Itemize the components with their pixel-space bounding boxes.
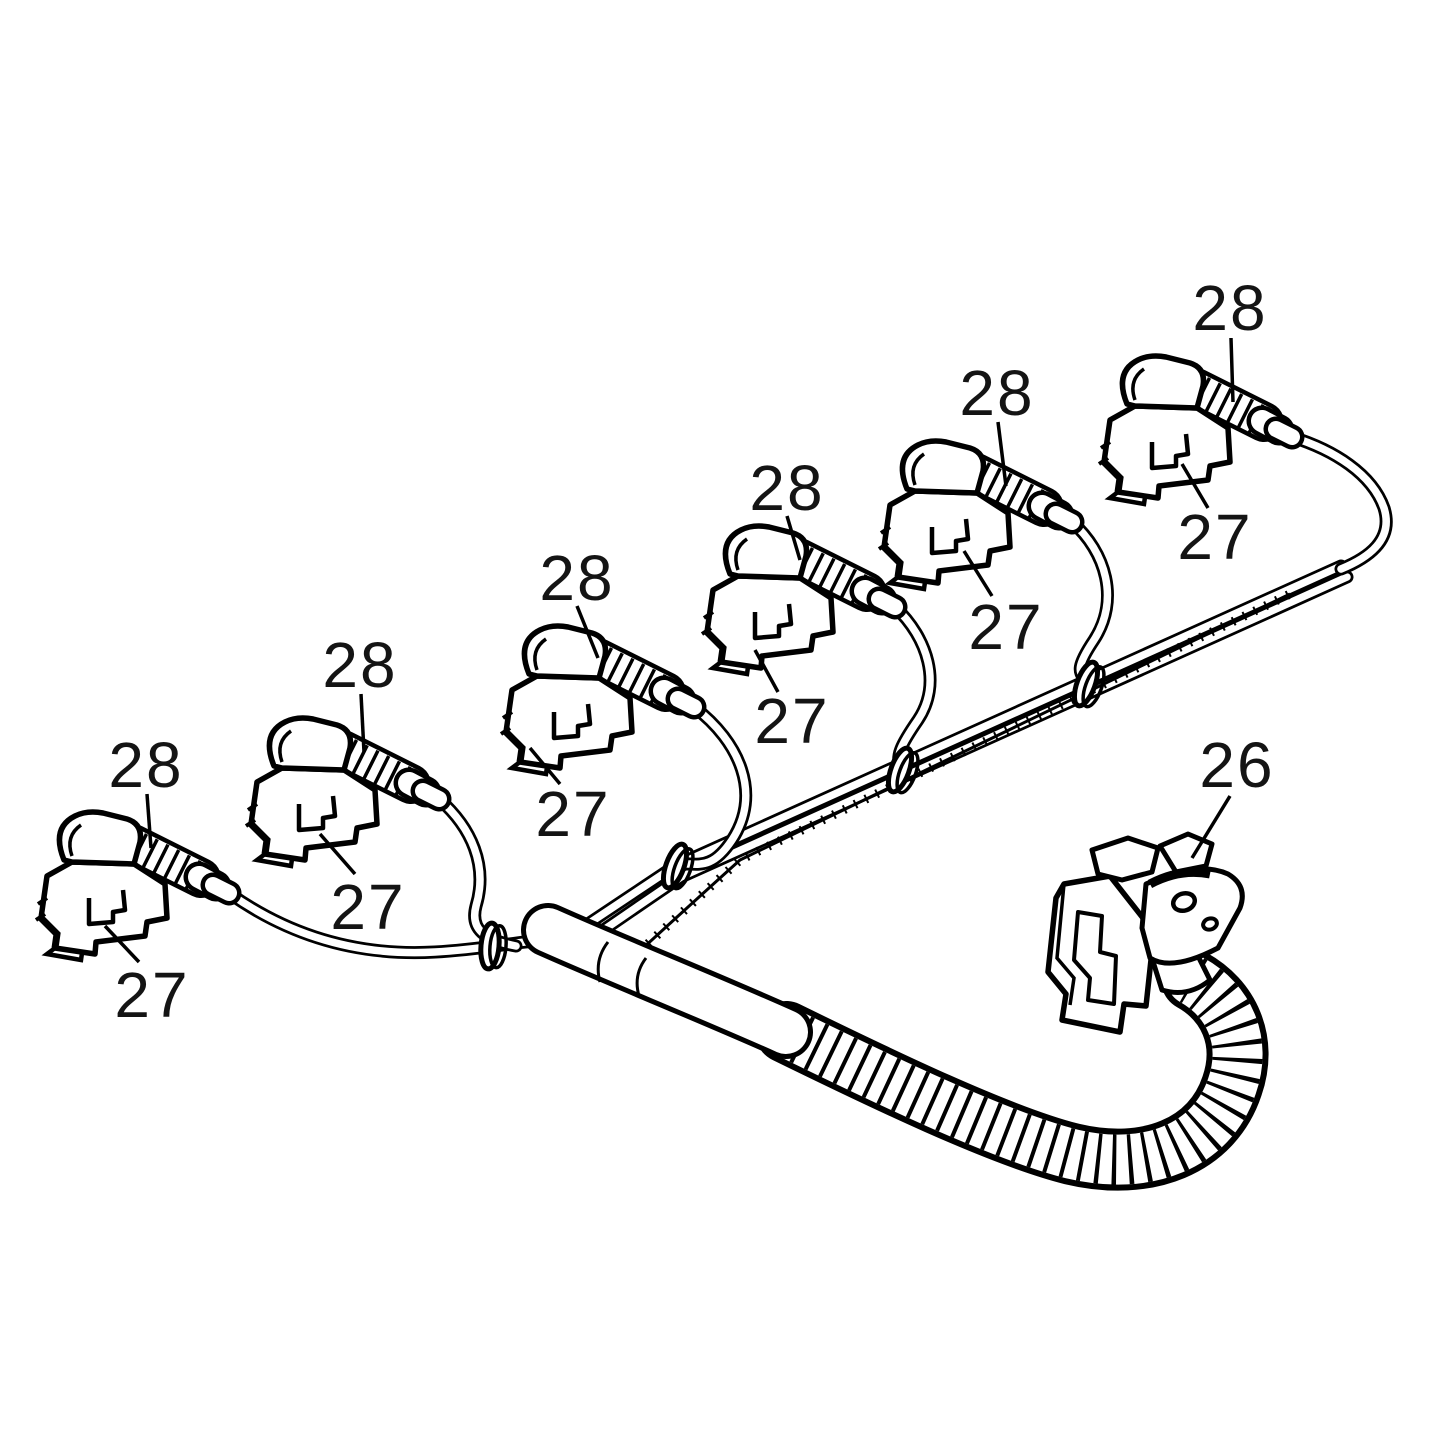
bracket-hole-small xyxy=(1201,916,1219,932)
convolute-tube xyxy=(755,949,1269,1191)
leader-line-28-5 xyxy=(996,421,1008,487)
part-label-28-4: 28 xyxy=(749,452,824,524)
part-label-28-2: 28 xyxy=(322,629,397,701)
part-label-27-2: 27 xyxy=(330,871,405,943)
leader-line-28-6 xyxy=(1229,337,1235,403)
part-label-28-1: 28 xyxy=(108,729,183,801)
leader-line-26 xyxy=(1190,795,1232,859)
leader-lines xyxy=(103,337,1235,964)
clamp-ring-4 xyxy=(1071,659,1106,709)
injector-connector-2 xyxy=(246,718,439,866)
part-label-27-4: 27 xyxy=(754,685,829,757)
leader-line-27-1 xyxy=(103,924,141,964)
leader-line-28-3 xyxy=(575,605,600,659)
leader-line-27-5 xyxy=(962,550,994,597)
main-harness-connector xyxy=(1045,831,1245,1035)
part-label-27-1: 27 xyxy=(114,959,189,1031)
clamp-rings xyxy=(478,659,1106,972)
clamp-ring-3 xyxy=(885,745,920,795)
part-label-27-5: 27 xyxy=(968,591,1043,663)
lead-wire-6 xyxy=(1285,430,1393,576)
junction-sleeve xyxy=(521,903,813,1059)
leader-line-27-6 xyxy=(1180,463,1210,509)
part-label-28-6: 28 xyxy=(1192,272,1267,344)
clamp-ring-1 xyxy=(478,920,508,972)
injector-connector-1 xyxy=(36,812,229,960)
callout-labels: 28 27 28 27 28 27 28 27 28 27 28 27 26 xyxy=(108,272,1274,1031)
injector-connector-3 xyxy=(501,626,694,774)
part-label-27-3: 27 xyxy=(535,778,610,850)
part-label-27-6: 27 xyxy=(1177,501,1252,573)
part-label-26: 26 xyxy=(1199,729,1274,801)
lead-wire-5 xyxy=(1065,515,1114,689)
connector-top-tab xyxy=(1089,835,1161,883)
lead-wire-3 xyxy=(669,700,753,871)
injector-connector-4 xyxy=(702,526,895,674)
clamp-ring-2 xyxy=(660,841,695,891)
leader-line-28-1 xyxy=(145,793,153,849)
bracket-hole xyxy=(1170,890,1198,914)
part-label-28-5: 28 xyxy=(959,357,1034,429)
lead-wire-2 xyxy=(432,792,523,953)
part-label-28-3: 28 xyxy=(539,542,614,614)
leader-line-27-2 xyxy=(318,832,357,876)
leader-line-27-4 xyxy=(753,649,780,693)
leader-line-28-2 xyxy=(359,693,366,753)
leader-line-28-4 xyxy=(785,515,802,561)
leader-line-27-3 xyxy=(528,746,562,786)
injector-connector-6 xyxy=(1099,356,1292,504)
lead-wire-4 xyxy=(888,600,937,775)
